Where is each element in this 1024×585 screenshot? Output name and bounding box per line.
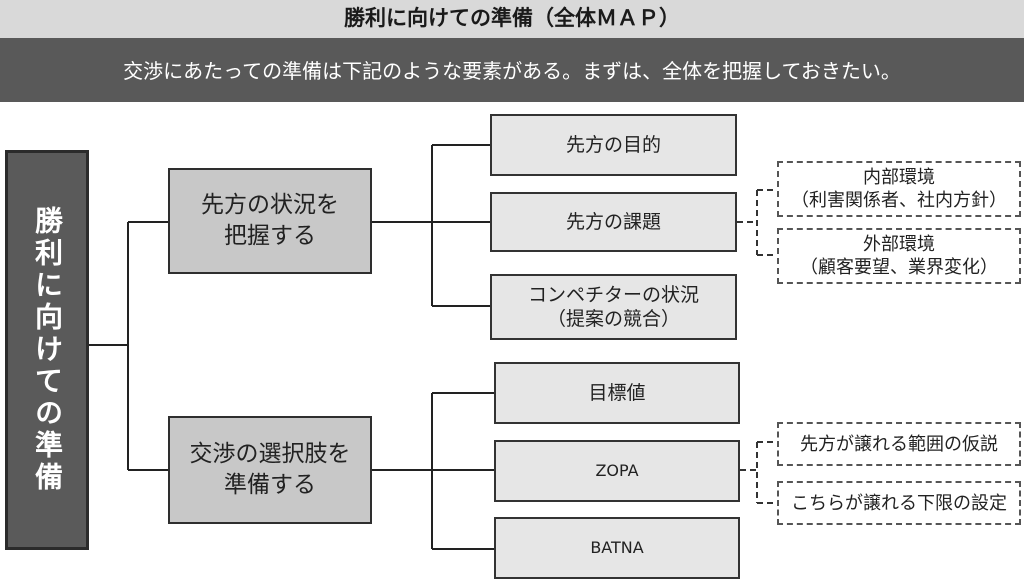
note-line2: （顧客要望、業界変化）: [800, 257, 998, 278]
note-line2: （利害関係者、社内方針）: [791, 190, 1007, 211]
branch-label-line2: 把握する: [224, 223, 316, 249]
leaf-label: 目標値: [588, 382, 646, 404]
note-external-environment: 外部環境 （顧客要望、業界変化）: [777, 228, 1021, 284]
connector-notes1: [737, 189, 777, 256]
root-label: 勝利に向けての準備: [31, 206, 64, 494]
branch-node-options: 交渉の選択肢を 準備する: [168, 416, 372, 524]
note-own-limit: こちらが譲れる下限の設定: [777, 481, 1021, 525]
note-line1: 内部環境: [863, 167, 935, 188]
leaf-label: ZOPA: [595, 461, 639, 480]
leaf-node-zopa: ZOPA: [494, 440, 740, 502]
branch-node-situation: 先方の状況を 把握する: [168, 168, 372, 274]
branch-label-line1: 交渉の選択肢を: [189, 441, 351, 467]
leaf-node-purpose: 先方の目的: [490, 114, 737, 176]
leaf-label-line2: （提案の競合）: [546, 308, 680, 330]
connector-root: [88, 221, 168, 471]
note-counterpart-range: 先方が譲れる範囲の仮説: [777, 422, 1021, 466]
connector-branch2: [372, 392, 494, 550]
note-line1: 先方が譲れる範囲の仮説: [800, 433, 998, 455]
leaf-label: BATNA: [590, 538, 644, 557]
connector-branch1: [372, 144, 490, 307]
note-line1: こちらが譲れる下限の設定: [791, 492, 1007, 514]
page-subtitle: 交渉にあたっての準備は下記のような要素がある。まずは、全体を把握しておきたい。: [0, 38, 1024, 102]
page-title: 勝利に向けての準備（全体ＭＡＰ）: [0, 0, 1024, 38]
leaf-node-issues: 先方の課題: [490, 192, 737, 252]
leaf-label-line1: コンペチターの状況: [527, 284, 699, 306]
leaf-node-competitor: コンペチターの状況 （提案の競合）: [490, 274, 737, 340]
leaf-node-batna: BATNA: [494, 517, 740, 579]
leaf-node-target: 目標値: [494, 362, 740, 424]
note-internal-environment: 内部環境 （利害関係者、社内方針）: [777, 161, 1021, 217]
root-node: 勝利に向けての準備: [5, 150, 89, 550]
branch-label-line2: 準備する: [224, 472, 316, 498]
branch-label-line1: 先方の状況を: [201, 192, 339, 218]
connector-notes2: [740, 441, 777, 504]
leaf-label: 先方の課題: [565, 211, 661, 233]
leaf-label: 先方の目的: [565, 134, 661, 156]
note-line1: 外部環境: [863, 234, 935, 255]
